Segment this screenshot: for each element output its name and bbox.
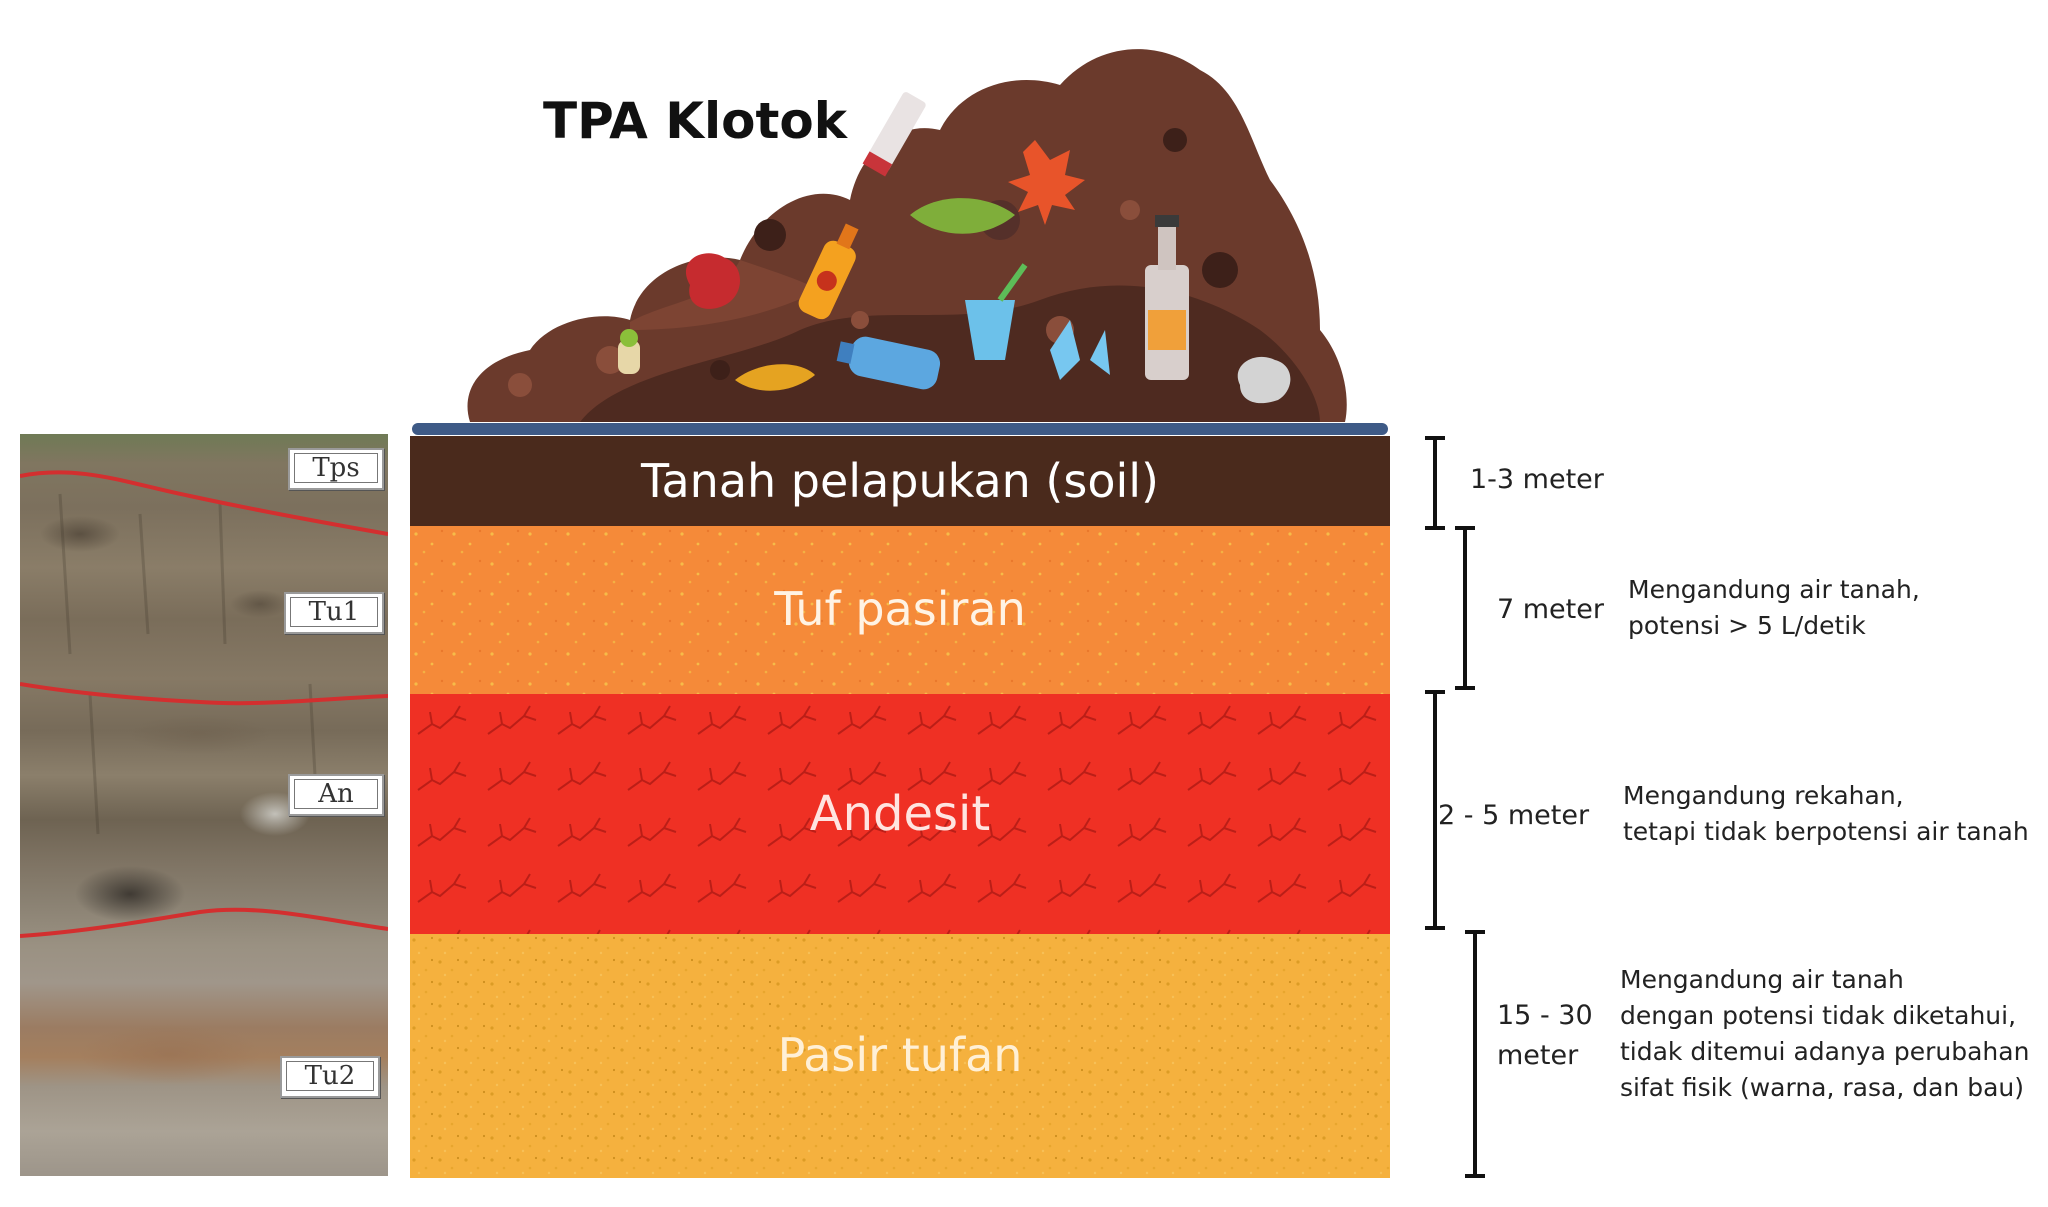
cup-icon <box>965 263 1028 360</box>
note-pasir-line-3: tidak ditemui adanya perubahan <box>1620 1037 2030 1066</box>
maple-leaf-icon <box>1008 140 1085 225</box>
note-pasir-line-2: dengan potensi tidak diketahui, <box>1620 1001 2017 1030</box>
andesit-texture <box>410 694 1390 934</box>
page-title: TPA Klotok <box>543 92 848 150</box>
bracket-andesit <box>1425 690 1445 930</box>
note-tuf-line-2: potensi > 5 L/detik <box>1628 611 1866 640</box>
note-andesit-line-2: tetapi tidak berpotensi air tanah <box>1623 817 2029 846</box>
bracket-pasir <box>1465 930 1485 1178</box>
photo-tag-tu1: Tu1 <box>284 592 384 634</box>
photo-tag-tps: Tps <box>288 448 384 490</box>
bracket-soil <box>1425 436 1445 530</box>
boundary-line-tu1 <box>20 682 388 706</box>
note-pasir-line-1: Mengandung air tanah <box>1620 965 1904 994</box>
apple-core-icon <box>618 329 640 374</box>
bracket-tuf <box>1455 526 1475 690</box>
yellow-leaf-icon <box>735 364 815 391</box>
layer-pasir-tufan: Pasir tufan <box>410 934 1390 1178</box>
red-ball-icon <box>685 253 740 309</box>
thickness-pasir-line-1: 15 - 30 <box>1497 1000 1593 1031</box>
note-tuf: Mengandung air tanah, potensi > 5 L/deti… <box>1628 572 1920 644</box>
plastic-bottle-icon <box>836 336 941 390</box>
photo-tag-tu2: Tu2 <box>280 1056 380 1098</box>
ground-surface-line <box>412 423 1388 435</box>
boundary-line-an <box>20 907 388 938</box>
note-tuf-line-1: Mengandung air tanah, <box>1628 575 1920 604</box>
boundary-line-tps <box>20 470 388 536</box>
layer-label-pasir-tufan: Pasir tufan <box>777 1028 1023 1082</box>
yellow-bottle-icon <box>798 223 859 320</box>
note-andesit: Mengandung rekahan, tetapi tidak berpote… <box>1623 778 2029 850</box>
layer-andesit: Andesit <box>410 694 1390 934</box>
thickness-soil: 1-3 meter <box>1470 464 1604 495</box>
tube-icon <box>862 92 926 177</box>
layer-soil: Tanah pelapukan (soil) <box>410 436 1390 526</box>
note-andesit-line-1: Mengandung rekahan, <box>1623 781 1904 810</box>
thickness-pasir: 15 - 30 meter <box>1497 996 1593 1076</box>
note-pasir-line-4: sifat fisik (warna, rasa, dan bau) <box>1620 1073 2025 1102</box>
thickness-pasir-line-2: meter <box>1497 1040 1579 1071</box>
green-leaf-icon <box>910 198 1015 234</box>
glass-bottle-icon <box>1145 215 1189 380</box>
thickness-tuf: 7 meter <box>1497 594 1604 625</box>
photo-tag-an: An <box>288 774 384 816</box>
pasir-texture <box>410 934 1390 1178</box>
tuf-texture <box>410 526 1390 694</box>
thickness-andesit: 2 - 5 meter <box>1438 800 1590 831</box>
photo-boundary-lines <box>20 470 388 938</box>
layer-label-soil: Tanah pelapukan (soil) <box>641 454 1159 508</box>
layer-label-tuf-pasiran: Tuf pasiran <box>774 582 1026 636</box>
paper-ball-icon <box>1237 356 1291 404</box>
garbage-pile-illustration <box>467 49 1347 422</box>
broken-glass-icon <box>1050 320 1080 380</box>
note-pasir: Mengandung air tanah dengan potensi tida… <box>1620 962 2029 1106</box>
outcrop-photo: Tps Tu1 An Tu2 <box>20 434 388 1176</box>
layer-tuf-pasiran: Tuf pasiran <box>410 526 1390 694</box>
layer-label-andesit: Andesit <box>809 786 991 842</box>
